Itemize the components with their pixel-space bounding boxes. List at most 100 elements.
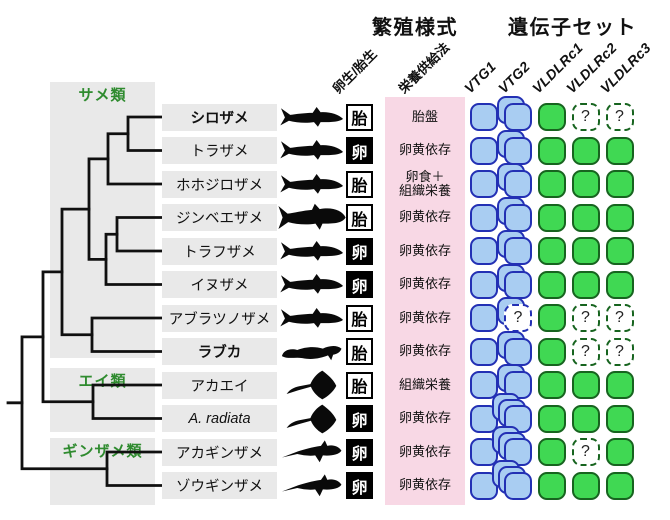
- gene-presence-cell: [571, 203, 600, 232]
- gene-presence-cell: [497, 129, 532, 165]
- gene-presence-cell: [497, 330, 532, 366]
- tree-branch: [60, 207, 94, 337]
- gene-presence-cell: [571, 471, 600, 500]
- gene-presence-cell: [605, 371, 634, 399]
- geneset-header: 遺伝子セット: [508, 17, 637, 39]
- question-mark: ?: [615, 342, 624, 360]
- clade-box-chimaeras: [50, 438, 155, 505]
- tree-branch: [91, 383, 163, 420]
- nutrition-value: 卵黄依存: [398, 209, 451, 224]
- gene-square: [605, 270, 634, 299]
- oviparity-badge: 卵: [346, 237, 373, 265]
- eel-silhouette-icon: [280, 339, 344, 370]
- gene-square: [605, 438, 634, 466]
- gene-presence-cell: [537, 404, 566, 433]
- gene-presence-cell: [605, 438, 634, 466]
- gene-square-unknown: ?: [571, 304, 600, 332]
- nutrition-value: 胎盤: [411, 108, 438, 124]
- gene-presence-cell: [497, 96, 532, 131]
- question-mark: ?: [581, 309, 590, 326]
- gene-square: [571, 471, 600, 500]
- gene-presence-cell: [470, 270, 498, 299]
- gene-presence-cell: [497, 163, 532, 198]
- question-mark: ?: [615, 108, 624, 125]
- gene-square-unknown: ?: [605, 337, 634, 366]
- clade-label-chimaeras: ギンザメ類: [62, 443, 143, 460]
- gene-presence-cell: [537, 170, 566, 198]
- question-mark: ?: [581, 342, 590, 360]
- species-label: アカギンザメ: [162, 438, 277, 466]
- species-label: アカエイ: [162, 371, 277, 399]
- gene-square: [504, 203, 532, 232]
- shark-silhouette-icon: [279, 239, 345, 269]
- nutrition-value: 卵食＋組織栄養: [398, 168, 451, 199]
- gene-square-unknown: ?: [571, 438, 600, 466]
- gene-presence-cell: [470, 203, 498, 232]
- gene-presence-cell: [537, 203, 566, 232]
- gene-presence-cell: [492, 459, 532, 500]
- nutrition-value: 卵黄依存: [398, 410, 451, 425]
- gene-presence-cell: [537, 471, 566, 500]
- gene-square: [605, 237, 634, 265]
- tree-branch: [90, 316, 163, 353]
- chimaera-silhouette-icon: [280, 473, 344, 504]
- tree-branch: [106, 132, 163, 186]
- question-mark: ?: [615, 309, 624, 326]
- gene-presence-cell: ?: [605, 304, 634, 332]
- tree-branch: [41, 270, 95, 404]
- gene-square: [605, 136, 634, 165]
- ray-silhouette-icon: [285, 402, 339, 441]
- shark-silhouette-icon: [279, 306, 345, 336]
- gene-square: [470, 136, 498, 165]
- reproduction-header: 繁殖様式: [372, 17, 458, 39]
- gene-square-unknown: ?: [605, 304, 634, 332]
- gene-square: [605, 404, 634, 433]
- species-label: ジンベエザメ: [162, 204, 277, 231]
- gene-square: [571, 404, 600, 433]
- nutrition-value: 卵黄依存: [398, 242, 451, 258]
- oviparity-badge: 胎: [346, 103, 373, 131]
- gene-square: [470, 203, 498, 232]
- gene-presence-cell: [470, 304, 498, 332]
- gene-presence-cell: [470, 237, 498, 265]
- gene-presence-cell: [605, 471, 634, 500]
- gene-square: [470, 371, 498, 399]
- shark-silhouette-icon: [279, 172, 345, 202]
- question-mark: ?: [581, 108, 590, 125]
- gene-presence-cell: [571, 237, 600, 265]
- oviparity-badge: 卵: [346, 438, 373, 466]
- gene-presence-cell: ?: [571, 304, 600, 332]
- gene-presence-cell: [537, 237, 566, 265]
- oviparity-badge: 胎: [346, 304, 373, 332]
- species-label: アブラツノザメ: [162, 304, 277, 332]
- gene-square-unknown: ?: [605, 103, 634, 131]
- gene-presence-cell: [497, 196, 532, 232]
- gene-square: [605, 471, 634, 500]
- gene-square: [537, 337, 566, 366]
- gene-presence-cell: [571, 270, 600, 299]
- gene-presence-cell: [571, 371, 600, 399]
- tree-branch: [115, 216, 163, 253]
- nutrition-value: 卵黄依存: [398, 309, 451, 325]
- nutrition-column-background: [385, 97, 465, 505]
- gene-presence-cell: [497, 263, 532, 299]
- gene-presence-cell: [537, 438, 566, 466]
- nutrition-value: 卵黄依存: [398, 343, 451, 358]
- gene-square-unknown: ?: [504, 304, 532, 332]
- gene-presence-cell: [537, 103, 566, 131]
- question-mark: ?: [513, 309, 523, 326]
- gene-square: [537, 438, 566, 466]
- gene-presence-cell: [537, 304, 566, 332]
- gene-presence-cell: [605, 270, 634, 299]
- gene-presence-cell: ?: [605, 337, 634, 366]
- gene-square: [470, 170, 498, 198]
- gene-square: [605, 371, 634, 399]
- gene-presence-cell: [605, 136, 634, 165]
- gene-presence-cell: ?: [571, 103, 600, 131]
- gene-presence-cell: [605, 404, 634, 433]
- oviparity-badge: 胎: [346, 170, 373, 198]
- species-label: トラザメ: [162, 137, 277, 164]
- gene-square: [537, 203, 566, 232]
